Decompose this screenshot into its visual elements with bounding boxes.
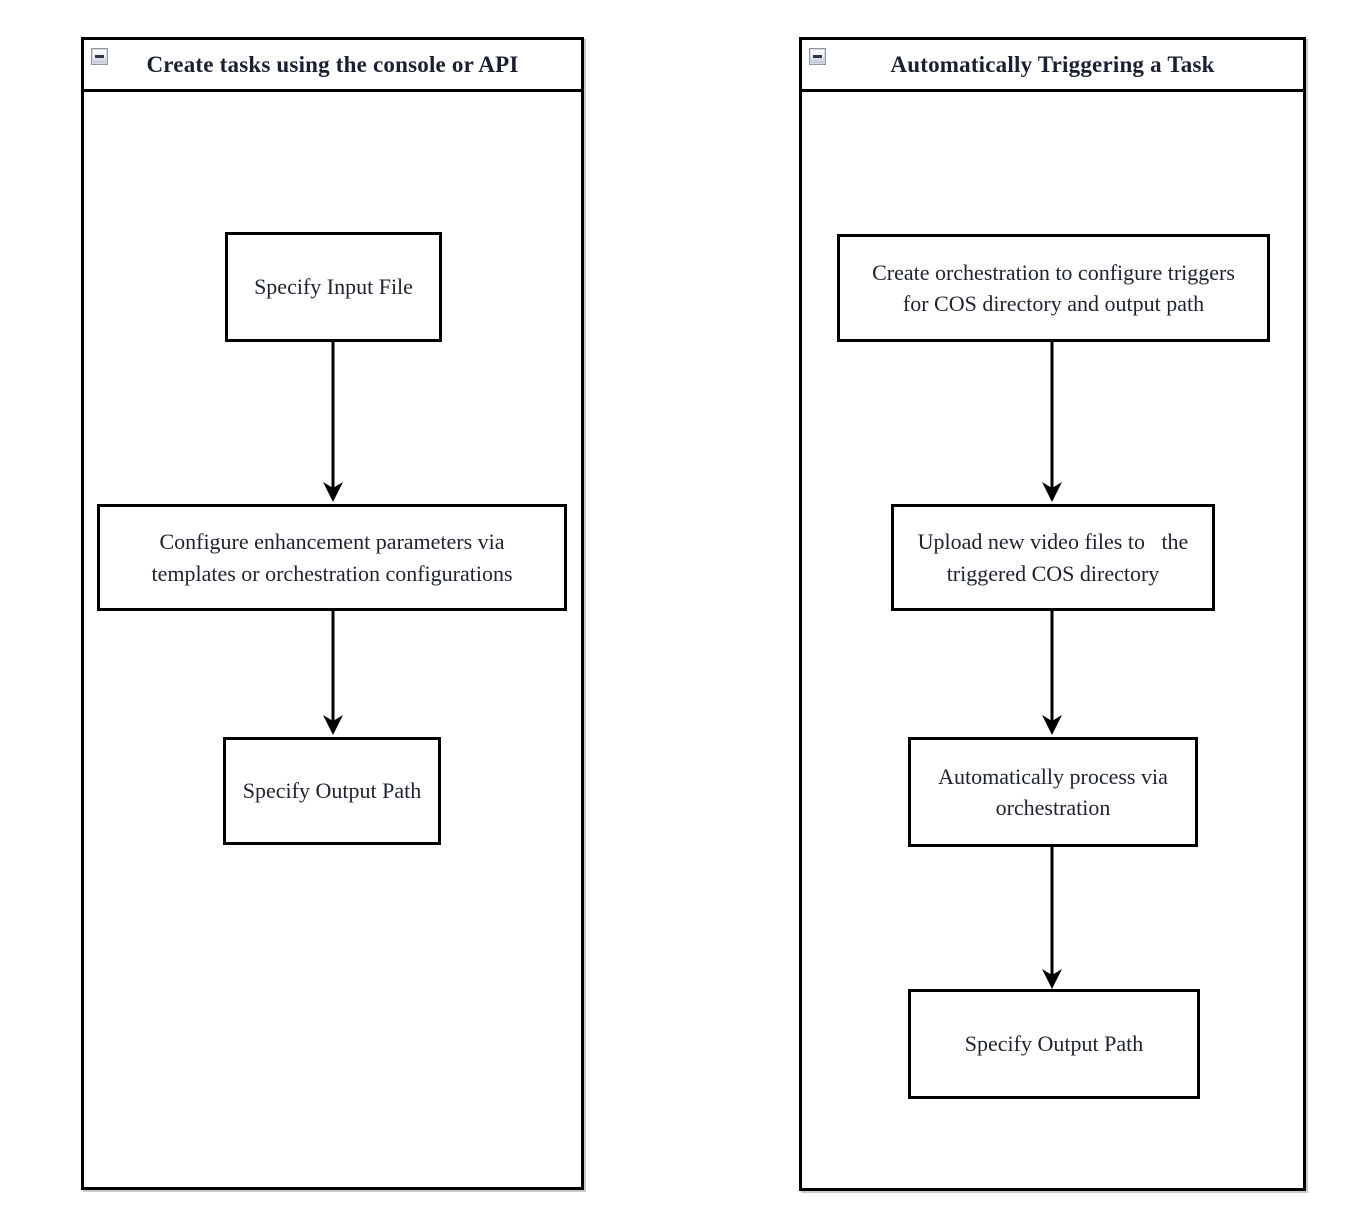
node-specify-output-path: Specify Output Path <box>223 737 441 845</box>
node-specify-output-path: Specify Output Path <box>908 989 1200 1099</box>
node-label: Automatically process via orchestration <box>938 763 1168 820</box>
arrow-down-icon <box>323 611 343 735</box>
panel-auto-trigger: Automatically Triggering a Task Create o… <box>799 37 1306 1191</box>
node-specify-input-file: Specify Input File <box>225 232 442 342</box>
panel-title: Create tasks using the console or API <box>146 51 519 77</box>
panel-body: Specify Input File Configure enhancement… <box>84 92 581 1187</box>
panel-title: Automatically Triggering a Task <box>890 51 1215 77</box>
node-create-orchestration: Create orchestration to configure trigge… <box>837 234 1270 342</box>
node-label: Upload new video files to the triggered … <box>917 529 1189 586</box>
node-upload-video-files: Upload new video files to the triggered … <box>891 504 1215 611</box>
panel-titlebar: Create tasks using the console or API <box>84 40 581 92</box>
minus-box-icon <box>813 55 822 58</box>
node-label: Create orchestration to configure trigge… <box>872 259 1235 316</box>
node-configure-parameters: Configure enhancement parameters via tem… <box>97 504 567 611</box>
node-label: Specify Output Path <box>242 778 422 804</box>
arrow-down-icon <box>323 342 343 502</box>
arrow-down-icon <box>1042 342 1062 502</box>
node-label: Specify Output Path <box>964 1031 1144 1057</box>
panel-titlebar: Automatically Triggering a Task <box>802 40 1303 92</box>
panel-body: Create orchestration to configure trigge… <box>802 92 1303 1188</box>
collapse-button[interactable] <box>809 48 826 65</box>
node-label: Configure enhancement parameters via tem… <box>151 529 513 586</box>
minus-box-icon <box>95 55 104 58</box>
collapse-button[interactable] <box>91 48 108 65</box>
node-automatically-process: Automatically process via orchestration <box>908 737 1198 847</box>
panel-create-tasks: Create tasks using the console or API Sp… <box>81 37 584 1190</box>
arrow-down-icon <box>1042 611 1062 735</box>
node-label: Specify Input File <box>254 274 413 300</box>
arrow-down-icon <box>1042 847 1062 989</box>
